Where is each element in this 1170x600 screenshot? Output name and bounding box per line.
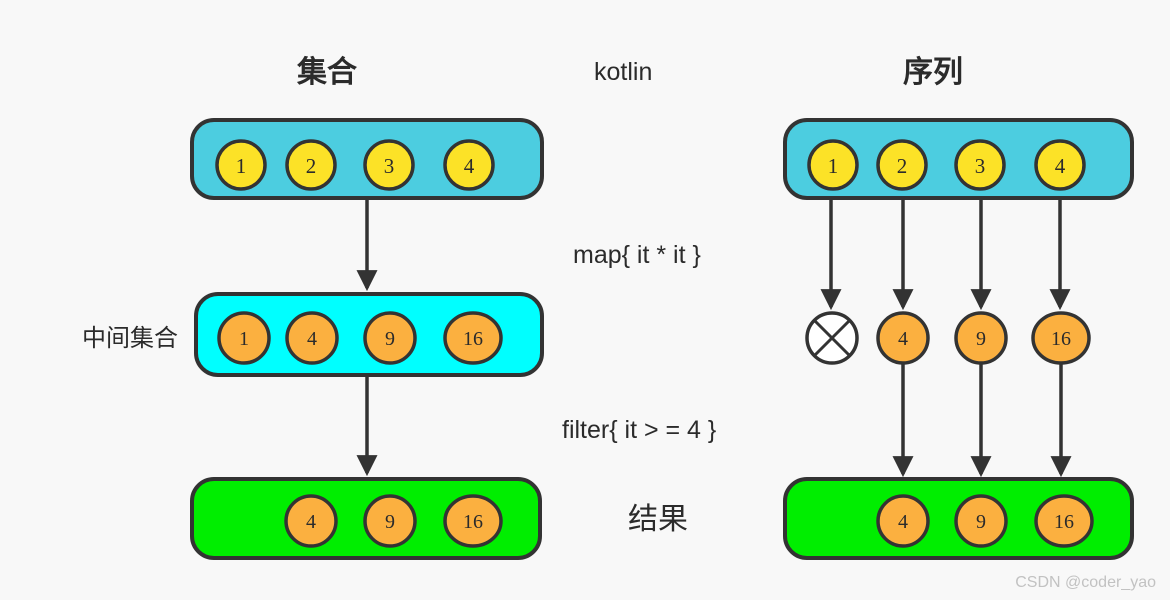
left-result-node-2: 9	[363, 494, 417, 548]
map-operation-label: map{ it * it }	[573, 241, 701, 269]
left-result-collection: 4 9 16	[190, 477, 542, 560]
intermediate-collection-label: 中间集合	[82, 325, 178, 352]
right-intermediate-node-3: 9	[954, 311, 1008, 365]
cross-icon	[813, 319, 851, 357]
node-circle	[217, 311, 271, 365]
left-source-node-2: 2	[285, 139, 337, 191]
node-value: 9	[976, 511, 986, 533]
node-circle	[443, 494, 503, 548]
node-circle	[954, 494, 1008, 548]
node-circle	[443, 311, 503, 365]
left-source-node-4: 4	[443, 139, 495, 191]
left-intermediate-collection: 1 4 9 16	[194, 292, 544, 377]
node-circle	[285, 311, 339, 365]
right-source-node-1: 1	[807, 139, 859, 191]
right-result-node-3: 16	[1034, 494, 1094, 548]
node-circle	[443, 139, 495, 191]
left-intermediate-node-1: 1	[217, 311, 271, 365]
left-intermediate-node-4: 16	[443, 311, 503, 365]
node-value: 4	[307, 328, 317, 350]
right-intermediate-node-rejected	[805, 311, 859, 365]
right-result-node-1: 4	[876, 494, 930, 548]
node-value: 1	[828, 154, 839, 178]
node-value: 2	[897, 154, 908, 178]
node-value: 16	[463, 511, 483, 533]
right-source-node-4: 4	[1034, 139, 1086, 191]
left-intermediate-node-2: 4	[285, 311, 339, 365]
left-result-node-3: 16	[443, 494, 503, 548]
left-source-node-3: 3	[363, 139, 415, 191]
watermark: CSDN @coder_yao	[1015, 574, 1156, 591]
left-intermediate-node-3: 9	[363, 311, 417, 365]
node-value: 4	[898, 328, 908, 350]
node-circle	[876, 311, 930, 365]
right-source-node-3: 3	[954, 139, 1006, 191]
left-source-node-1: 1	[215, 139, 267, 191]
node-value: 2	[306, 154, 317, 178]
node-circle	[285, 139, 337, 191]
node-circle	[1034, 494, 1094, 548]
center-title: kotlin	[594, 58, 653, 86]
node-value: 4	[306, 511, 316, 533]
node-circle	[363, 494, 417, 548]
left-result-node-1: 4	[284, 494, 338, 548]
node-circle	[284, 494, 338, 548]
node-value: 9	[385, 328, 395, 350]
node-circle	[807, 139, 859, 191]
node-circle	[1031, 311, 1091, 365]
left-source-collection: 1 2 3 4	[190, 118, 544, 200]
node-value: 16	[463, 328, 483, 350]
node-circle	[954, 139, 1006, 191]
left-column-title: 集合	[297, 56, 357, 89]
right-result-node-2: 9	[954, 494, 1008, 548]
node-value: 3	[975, 154, 986, 178]
node-value: 16	[1051, 328, 1071, 350]
node-circle	[363, 311, 417, 365]
node-value: 9	[976, 328, 986, 350]
node-circle	[363, 139, 415, 191]
node-circle	[1034, 139, 1086, 191]
node-value: 9	[385, 511, 395, 533]
node-value: 4	[898, 511, 908, 533]
right-column-title: 序列	[903, 56, 963, 89]
node-circle	[876, 494, 930, 548]
node-value: 16	[1054, 511, 1074, 533]
node-circle	[215, 139, 267, 191]
node-value: 1	[239, 328, 249, 350]
right-source-sequence: 1 2 3 4	[783, 118, 1134, 200]
right-source-node-2: 2	[876, 139, 928, 191]
right-intermediate-node-2: 4	[876, 311, 930, 365]
right-result-collection: 4 9 16	[783, 477, 1134, 560]
right-intermediate-node-4: 16	[1031, 311, 1091, 365]
node-value: 4	[1055, 154, 1066, 178]
node-value: 1	[236, 154, 247, 178]
node-value: 3	[384, 154, 395, 178]
node-circle	[954, 311, 1008, 365]
node-circle	[876, 139, 928, 191]
filter-operation-label: filter{ it > = 4 }	[562, 416, 717, 444]
result-label: 结果	[628, 503, 688, 536]
node-value: 4	[464, 154, 475, 178]
